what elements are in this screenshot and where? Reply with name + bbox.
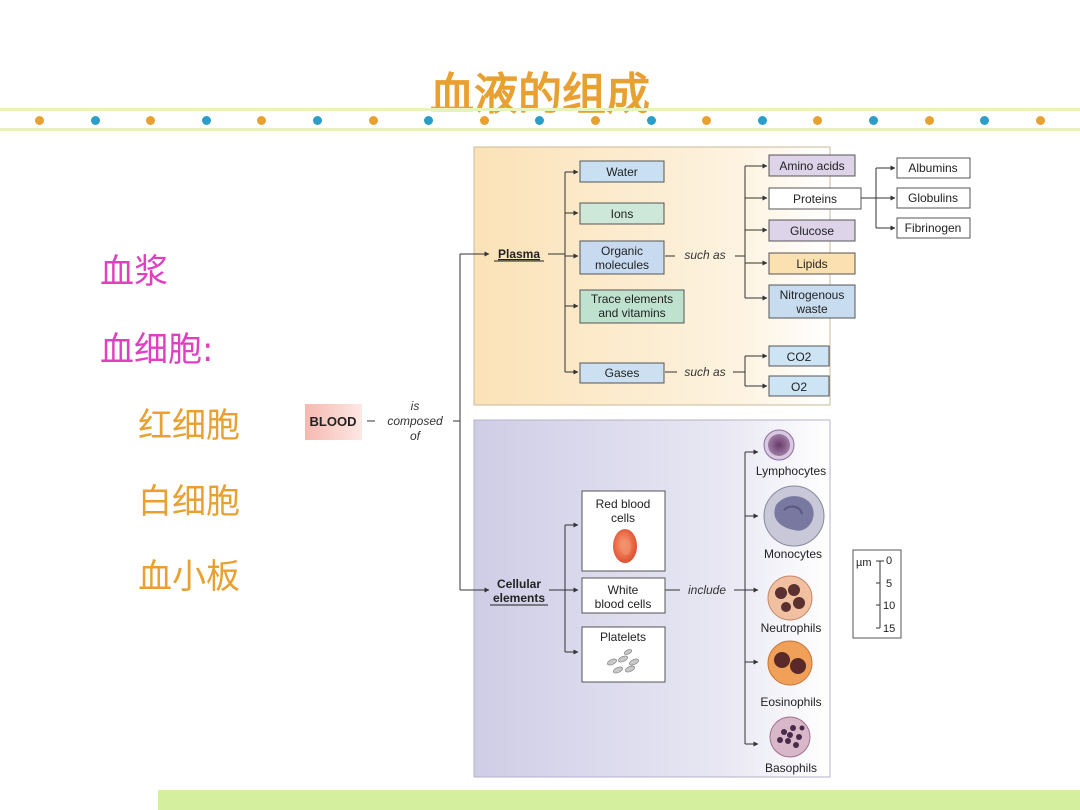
bullet-red-cells: 红细胞 (138, 406, 240, 446)
divider-dot (35, 116, 44, 125)
divider-dot (201, 116, 211, 125)
amino-label: Amino acids (779, 159, 844, 173)
glucose-box (768, 219, 856, 242)
glucose-label: Glucose (790, 224, 834, 238)
composed-of-2: composed (387, 414, 443, 428)
composed-of-3: of (410, 429, 422, 443)
scale-tick-5: 5 (886, 578, 892, 590)
albumins-label: Albumins (908, 161, 957, 175)
blood-label: BLOOD (310, 414, 357, 429)
water-label: Water (606, 165, 638, 179)
bullet-plasma: 血浆 (100, 252, 168, 292)
title-band-top (0, 108, 1080, 111)
neutrophils-label: Neutrophils (761, 621, 822, 635)
divider-dot (813, 116, 823, 125)
rbc-label-1: Red blood (596, 497, 651, 511)
divider-dot (1035, 116, 1045, 125)
bottom-accent-bar (158, 790, 1080, 810)
plasma-label: Plasma (498, 247, 540, 261)
globulins-box (896, 187, 971, 209)
cellular-label-2: elements (493, 591, 545, 605)
dot-divider (0, 113, 1080, 127)
amino-box (768, 154, 856, 177)
divider-dot (313, 116, 322, 125)
divider-dot (702, 116, 712, 125)
fibrinogen-label: Fibrinogen (905, 221, 962, 235)
gases-box (579, 362, 665, 384)
fibrinogen-box (896, 217, 971, 239)
gases-label: Gases (605, 366, 640, 380)
divider-dot (368, 116, 378, 125)
neutrophil-icon (767, 575, 813, 621)
divider-dot (757, 116, 767, 125)
organic-label-1: Organic (601, 244, 643, 258)
eosinophils-label: Eosinophils (760, 695, 821, 709)
trace-label-1: Trace elements (591, 292, 673, 306)
such-as-organic: such as (684, 248, 725, 262)
composed-of-1: is (411, 399, 420, 413)
wbc-label-1: White (608, 583, 639, 597)
ions-label: Ions (611, 207, 634, 221)
include-label: include (688, 583, 726, 597)
bullet-white-cells: 白细胞 (138, 482, 240, 522)
divider-dot (257, 116, 267, 125)
globulins-label: Globulins (908, 191, 958, 205)
blood-box (305, 404, 362, 440)
divider-dot (479, 116, 489, 125)
slide-title: 血液的组成 (430, 69, 650, 120)
co2-box (768, 345, 830, 367)
proteins-label: Proteins (793, 192, 837, 206)
nitro-label-1: Nitrogenous (780, 288, 845, 302)
eosinophil-icon (767, 640, 813, 686)
divider-dot (646, 116, 656, 125)
lipids-box (768, 252, 856, 275)
wbc-box (581, 577, 666, 614)
scale-tick-15: 15 (883, 623, 895, 635)
basophil-icon (769, 716, 811, 758)
divider-dot (146, 116, 156, 125)
divider-dot (424, 116, 434, 125)
platelets-box (581, 626, 666, 683)
such-as-gases: such as (684, 365, 725, 379)
monocyte-icon (763, 485, 825, 547)
co2-label: CO2 (787, 350, 812, 364)
albumins-box (896, 157, 971, 179)
trace-label-2: and vitamins (598, 306, 665, 320)
divider-dot (90, 116, 100, 125)
divider-dot (591, 116, 600, 125)
organic-box (579, 240, 665, 275)
lymphocyte-icon (763, 429, 795, 461)
bullet-platelets: 血小板 (138, 557, 240, 597)
lipids-label: Lipids (796, 257, 827, 271)
scale-tick-10: 10 (883, 600, 895, 612)
o2-label: O2 (791, 380, 807, 394)
title-band-bottom (0, 128, 1080, 131)
divider-dot (924, 116, 934, 125)
platelets-icon (607, 649, 639, 674)
water-box (579, 160, 665, 183)
lymphocytes-label: Lymphocytes (756, 464, 826, 478)
proteins-box (768, 187, 862, 210)
nitro-box (768, 284, 856, 319)
o2-box (768, 375, 830, 397)
monocytes-label: Monocytes (764, 547, 822, 561)
scale-tick-0: 0 (886, 555, 892, 567)
divider-dot (535, 116, 545, 125)
rbc-label-2: cells (611, 511, 635, 525)
platelets-label: Platelets (600, 630, 646, 644)
divider-dot (869, 116, 878, 125)
scale-box (852, 549, 902, 639)
divider-dot (980, 116, 990, 125)
organic-label-2: molecules (595, 258, 649, 272)
nitro-label-2: waste (795, 302, 828, 316)
trace-box (579, 289, 685, 324)
bullet-blood-cells: 血细胞: (100, 330, 214, 370)
basophils-label: Basophils (765, 761, 817, 775)
ions-box (579, 202, 665, 225)
cellular-label-1: Cellular (497, 577, 541, 591)
wbc-label-2: blood cells (595, 597, 652, 611)
scale-unit: µm (856, 557, 872, 569)
